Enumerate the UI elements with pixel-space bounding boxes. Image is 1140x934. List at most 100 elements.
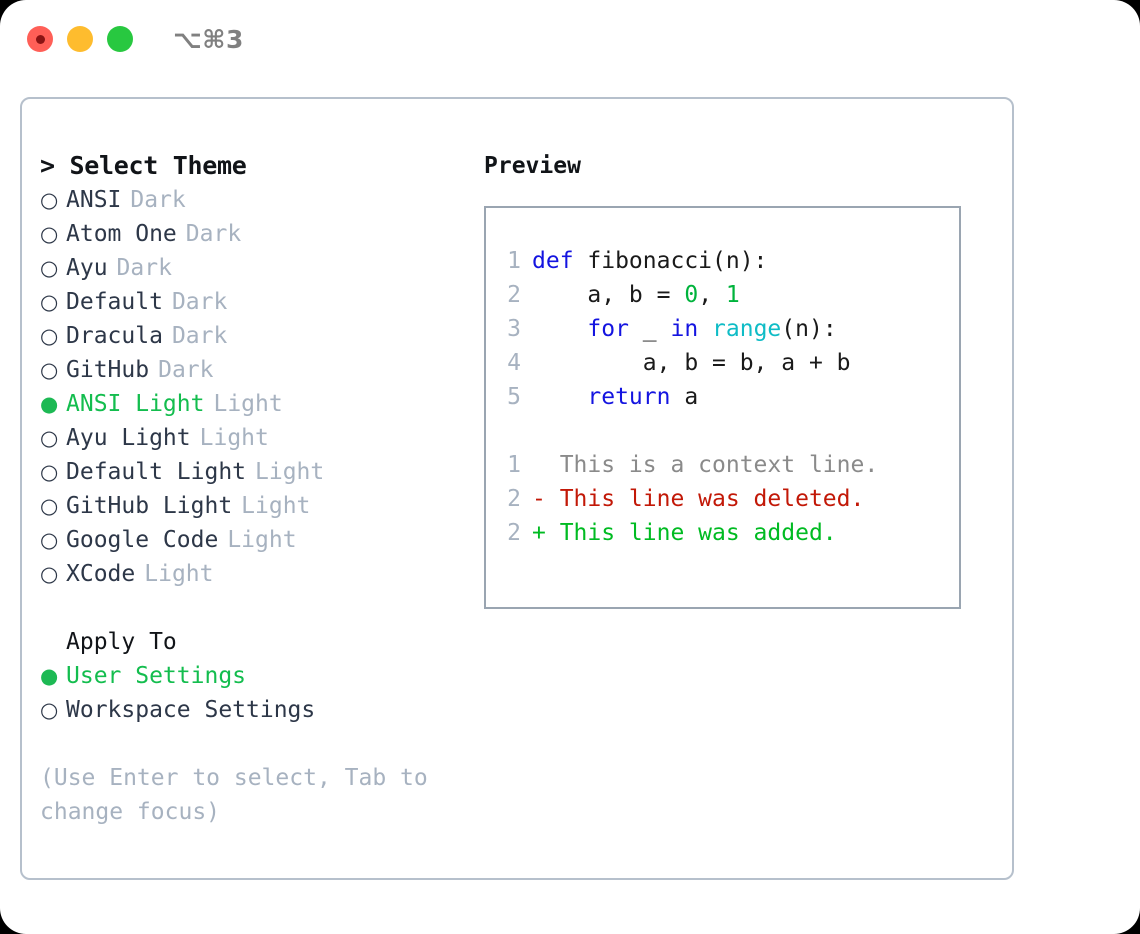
theme-option-3[interactable]: ○ Default Dark bbox=[40, 285, 484, 319]
theme-option-badge: Dark bbox=[185, 221, 242, 247]
theme-option-badge: Light bbox=[144, 561, 214, 587]
code-token: a, b = b, a + b bbox=[532, 350, 851, 376]
block-spacer bbox=[486, 414, 959, 448]
code-token bbox=[698, 316, 712, 342]
radio-unselected-icon: ○ bbox=[40, 222, 59, 246]
maximize-button[interactable] bbox=[107, 26, 133, 52]
theme-option-badge: Light bbox=[227, 527, 297, 553]
code-line: 2 a, b = 0, 1 bbox=[486, 278, 959, 312]
theme-option-badge: Light bbox=[241, 493, 311, 519]
preview-title: Preview bbox=[484, 153, 581, 179]
theme-option-label: Google Code bbox=[66, 527, 219, 553]
theme-option-badge: Dark bbox=[171, 289, 228, 315]
radio-unselected-icon: ○ bbox=[40, 426, 59, 450]
code-text: return a bbox=[532, 380, 698, 414]
theme-option-9[interactable]: ○ GitHub Light Light bbox=[40, 489, 484, 523]
apply-option-1[interactable]: ○ Workspace Settings bbox=[40, 693, 484, 727]
code-text: def fibonacci(n): bbox=[532, 244, 767, 278]
code-token: def bbox=[532, 248, 574, 274]
diff-text: + This line was added. bbox=[532, 520, 837, 546]
theme-option-label: XCode bbox=[66, 561, 136, 587]
line-number: 2 bbox=[507, 520, 521, 546]
theme-option-7[interactable]: ○ Ayu Light Light bbox=[40, 421, 484, 455]
diff-line: 2 + This line was added. bbox=[486, 516, 959, 550]
window-titlebar: ⌥⌘3 bbox=[0, 0, 1140, 78]
apply-to-list[interactable]: ● User Settings ○ Workspace Settings bbox=[40, 659, 484, 727]
line-number: 1 bbox=[507, 248, 521, 274]
keyboard-hint-text: (Use Enter to select, Tab to change focu… bbox=[40, 765, 442, 825]
code-text: a, b = b, a + b bbox=[532, 346, 851, 380]
line-number: 5 bbox=[507, 384, 521, 410]
code-line: 3 for _ in range(n): bbox=[486, 312, 959, 346]
diff-line: 1 This is a context line. bbox=[486, 448, 959, 482]
radio-unselected-icon: ○ bbox=[40, 698, 59, 722]
apply-option-label: Workspace Settings bbox=[66, 697, 316, 723]
minimize-button[interactable] bbox=[67, 26, 93, 52]
theme-option-badge: Light bbox=[199, 425, 269, 451]
keyboard-shortcut-label: ⌥⌘3 bbox=[173, 24, 244, 54]
theme-option-badge: Light bbox=[213, 391, 283, 417]
theme-option-label: Ayu Light bbox=[66, 425, 191, 451]
code-text: for _ in range(n): bbox=[532, 312, 837, 346]
theme-option-label: GitHub bbox=[66, 357, 150, 383]
line-number: 4 bbox=[507, 350, 521, 376]
line-number: 2 bbox=[507, 282, 521, 308]
apply-option-0[interactable]: ● User Settings bbox=[40, 659, 484, 693]
theme-option-label: Atom One bbox=[66, 221, 177, 247]
code-token: , bbox=[698, 282, 726, 308]
line-number: 3 bbox=[507, 316, 521, 342]
code-line: 5 return a bbox=[486, 380, 959, 414]
code-token: fibonacci(n): bbox=[573, 248, 768, 274]
theme-option-label: ANSI Light bbox=[66, 391, 205, 417]
code-text: a, b = 0, 1 bbox=[532, 278, 739, 312]
theme-option-6[interactable]: ● ANSI Light Light bbox=[40, 387, 484, 421]
page-title: > Select Theme bbox=[40, 151, 247, 180]
theme-option-label: ANSI bbox=[66, 187, 122, 213]
radio-selected-icon: ● bbox=[40, 664, 59, 688]
theme-option-0[interactable]: ○ ANSI Dark bbox=[40, 183, 484, 217]
code-token: 0 bbox=[684, 282, 699, 308]
code-token: _ bbox=[628, 316, 671, 342]
code-token: a, b = bbox=[532, 282, 685, 308]
theme-option-label: Dracula bbox=[66, 323, 163, 349]
code-line: 1 def fibonacci(n): bbox=[486, 244, 959, 278]
theme-option-badge: Dark bbox=[130, 187, 186, 213]
radio-unselected-icon: ○ bbox=[40, 460, 59, 484]
radio-unselected-icon: ○ bbox=[40, 290, 59, 314]
theme-option-label: GitHub Light bbox=[66, 493, 233, 519]
radio-selected-icon: ● bbox=[40, 392, 59, 416]
diff-text: - This line was deleted. bbox=[532, 486, 865, 512]
code-token bbox=[532, 316, 587, 342]
theme-option-1[interactable]: ○ Atom One Dark bbox=[40, 217, 484, 251]
radio-unselected-icon: ○ bbox=[40, 358, 59, 382]
theme-option-label: Default bbox=[66, 289, 163, 315]
radio-unselected-icon: ○ bbox=[40, 324, 59, 348]
traffic-light-group bbox=[27, 26, 133, 52]
radio-unselected-icon: ○ bbox=[40, 494, 59, 518]
apply-option-label: User Settings bbox=[66, 663, 247, 689]
radio-unselected-icon: ○ bbox=[40, 188, 59, 212]
code-token: a bbox=[670, 384, 699, 410]
diff-line: 2 - This line was deleted. bbox=[486, 482, 959, 516]
code-token: (n): bbox=[781, 316, 837, 342]
line-number: 1 bbox=[507, 452, 521, 478]
line-number: 2 bbox=[507, 486, 521, 512]
apply-to-heading: Apply To bbox=[66, 629, 177, 655]
diff-sample-block: 1 This is a context line. 2 - This line wa… bbox=[486, 448, 959, 550]
recording-indicator-icon bbox=[35, 34, 45, 44]
close-button[interactable] bbox=[27, 26, 53, 52]
theme-option-label: Ayu bbox=[66, 255, 108, 281]
